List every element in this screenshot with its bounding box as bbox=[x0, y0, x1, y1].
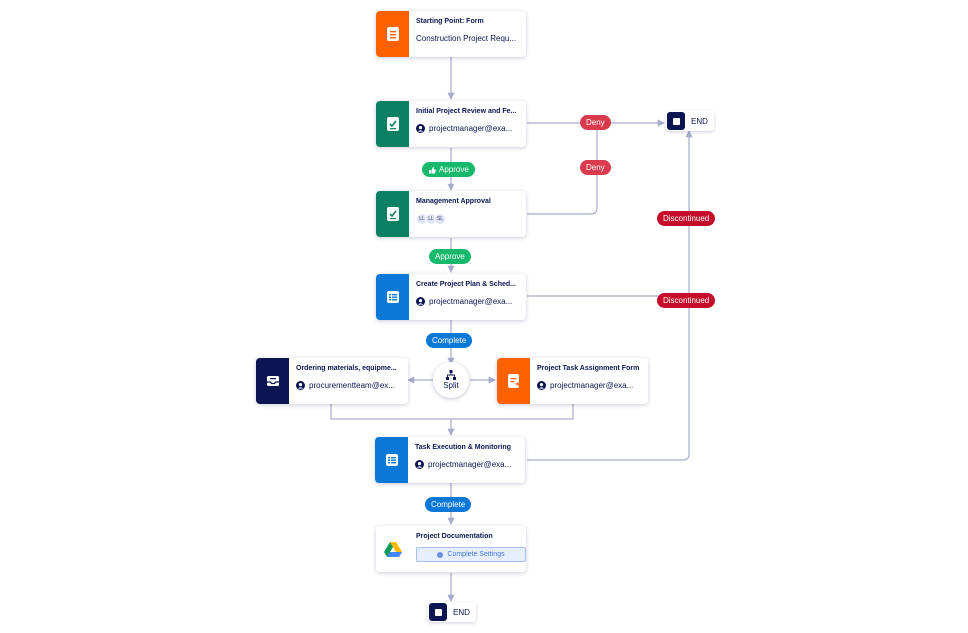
node-title: Create Project Plan & Sched... bbox=[416, 281, 516, 288]
node-assignee: projectmanager@exa... bbox=[550, 381, 634, 390]
node-assignee: procurementteam@ex... bbox=[309, 381, 395, 390]
node-title: Management Approval bbox=[416, 198, 491, 205]
connector-execution-discontinued bbox=[527, 130, 693, 461]
connector-merge bbox=[330, 404, 574, 435]
node-title: Project Task Assignment Form bbox=[537, 365, 640, 372]
task-list-icon bbox=[376, 274, 409, 320]
node-project-documentation[interactable]: Project Documentation Complete Settings bbox=[376, 526, 526, 572]
split-icon bbox=[446, 370, 456, 380]
node-title: Initial Project Review and Fe... bbox=[416, 108, 517, 115]
complete-label: Complete bbox=[432, 336, 467, 345]
approve-pill[interactable]: Approve bbox=[429, 249, 471, 264]
complete-label: Complete bbox=[431, 500, 466, 509]
inbox-icon bbox=[256, 358, 289, 404]
end-label: END bbox=[453, 607, 470, 617]
user-icon bbox=[416, 297, 425, 306]
form-icon bbox=[376, 11, 409, 57]
node-initial-review[interactable]: Initial Project Review and Fe... project… bbox=[376, 101, 526, 147]
stop-icon bbox=[667, 112, 685, 130]
node-subtitle: Construction Project Requ... bbox=[416, 34, 517, 43]
approver-avatars: LL LL SL bbox=[416, 213, 519, 225]
complete-settings-label: Complete Settings bbox=[447, 551, 505, 558]
node-assignee: projectmanager@exa... bbox=[428, 460, 512, 469]
end-node-bottom[interactable]: END bbox=[428, 602, 476, 622]
node-create-plan[interactable]: Create Project Plan & Sched... projectma… bbox=[376, 274, 526, 320]
node-title: Starting Point: Form bbox=[416, 18, 484, 25]
node-assignee: projectmanager@exa... bbox=[429, 297, 513, 306]
node-task-execution[interactable]: Task Execution & Monitoring projectmanag… bbox=[375, 437, 525, 483]
complete-pill[interactable]: Complete bbox=[426, 333, 473, 348]
avatar: SL bbox=[434, 213, 446, 225]
user-icon bbox=[537, 381, 546, 390]
split-label: Split bbox=[443, 381, 459, 390]
approve-pill[interactable]: Approve bbox=[422, 162, 475, 177]
deny-pill[interactable]: Deny bbox=[580, 115, 611, 130]
user-icon bbox=[415, 460, 424, 469]
google-drive-icon bbox=[376, 526, 409, 572]
node-management-approval[interactable]: Management Approval LL LL SL bbox=[376, 191, 526, 237]
approval-icon bbox=[376, 101, 409, 147]
deny-pill[interactable]: Deny bbox=[580, 160, 611, 175]
stop-icon bbox=[429, 603, 447, 621]
discontinued-pill[interactable]: Discontinued bbox=[657, 293, 716, 308]
node-title: Task Execution & Monitoring bbox=[415, 444, 511, 451]
approval-icon bbox=[376, 191, 409, 237]
user-icon bbox=[416, 124, 425, 133]
end-label: END bbox=[691, 116, 708, 126]
node-starting-point[interactable]: Starting Point: Form Construction Projec… bbox=[376, 11, 526, 57]
connector-approval-deny bbox=[527, 123, 598, 215]
approve-label: Approve bbox=[439, 165, 469, 174]
discontinued-label: Discontinued bbox=[663, 214, 710, 223]
approve-label: Approve bbox=[435, 252, 465, 261]
complete-settings-button[interactable]: Complete Settings bbox=[416, 547, 526, 562]
end-node-top[interactable]: END bbox=[666, 111, 714, 131]
node-title: Ordering materials, equipme... bbox=[296, 365, 397, 372]
deny-label: Deny bbox=[586, 163, 605, 172]
discontinued-pill[interactable]: Discontinued bbox=[657, 211, 716, 226]
node-ordering-materials[interactable]: Ordering materials, equipme... procureme… bbox=[256, 358, 408, 404]
user-icon bbox=[296, 381, 305, 390]
thumbs-up-icon bbox=[429, 166, 436, 173]
task-list-icon bbox=[375, 437, 408, 483]
deny-label: Deny bbox=[586, 118, 605, 127]
complete-pill[interactable]: Complete bbox=[425, 497, 472, 512]
settings-icon bbox=[437, 551, 444, 558]
node-assignee: projectmanager@exa... bbox=[429, 124, 513, 133]
node-title: Project Documentation bbox=[416, 533, 493, 540]
discontinued-label: Discontinued bbox=[663, 296, 710, 305]
node-task-assignment[interactable]: Project Task Assignment Form projectmana… bbox=[497, 358, 648, 404]
split-node[interactable]: Split bbox=[433, 362, 469, 398]
form-assign-icon bbox=[497, 358, 530, 404]
